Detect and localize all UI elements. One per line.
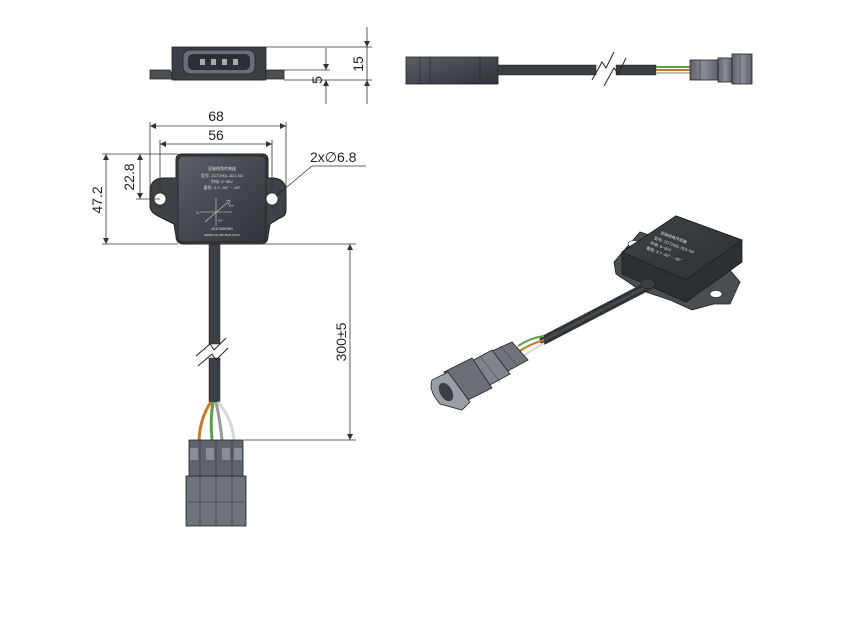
front-view: 双轴倾角传感器 型号: ZCT290L-3D1-N4 供电: 9~36V 量程:… [89,108,366,527]
pin [211,59,216,65]
dim-height-holes: 22.8 [121,163,137,190]
pin [233,59,238,65]
iso-connector [430,341,529,411]
front-view-cable [208,243,221,345]
top-view: 5 15 [149,27,372,104]
dim-cable-length: 300±5 [333,322,349,361]
label-axis-y: Y+ [218,218,224,223]
wire-gray [214,401,224,441]
mounting-hole-right [265,192,279,206]
label-axis-xp: X+ [229,203,235,208]
pin [200,59,205,65]
dim-width-holes: 56 [208,127,224,143]
wire-white [216,401,236,441]
wire-orange [197,401,213,441]
dim-width-outer: 68 [208,108,224,124]
side-view-cable [497,64,597,76]
label-website: www.zc-sensor.com [204,232,240,237]
label-title: 双轴倾角传感器 [208,165,236,171]
side-view-body [405,56,499,85]
iso-body-top [621,215,743,281]
label-serial: 1810306981 [211,226,234,231]
label-line1: 型号: ZCT290L-3D1-N4 [201,172,244,178]
dim-top-height-total: 15 [350,56,366,72]
dim-top-height-small: 5 [309,76,325,84]
side-view [405,51,753,87]
dim-hole-spec: 2x∅6.8 [310,149,357,165]
label-line3: 量程: X,Y -90° ~ -90° [203,184,240,190]
cable-break-symbol [591,51,615,81]
axis-graphic [200,198,232,226]
side-view-connector [689,59,719,81]
wire-green [209,401,215,441]
isometric-view: 双轴倾角传感器 型号: ZCT290L-3D1-N4 供电: 9~36V 量程:… [430,215,743,411]
dim-height-total: 47.2 [89,186,105,213]
label-line2: 供电: 9~36V [211,178,233,184]
front-view-body [177,155,267,243]
pin [222,59,227,65]
label-axis-x: X- [196,210,201,215]
